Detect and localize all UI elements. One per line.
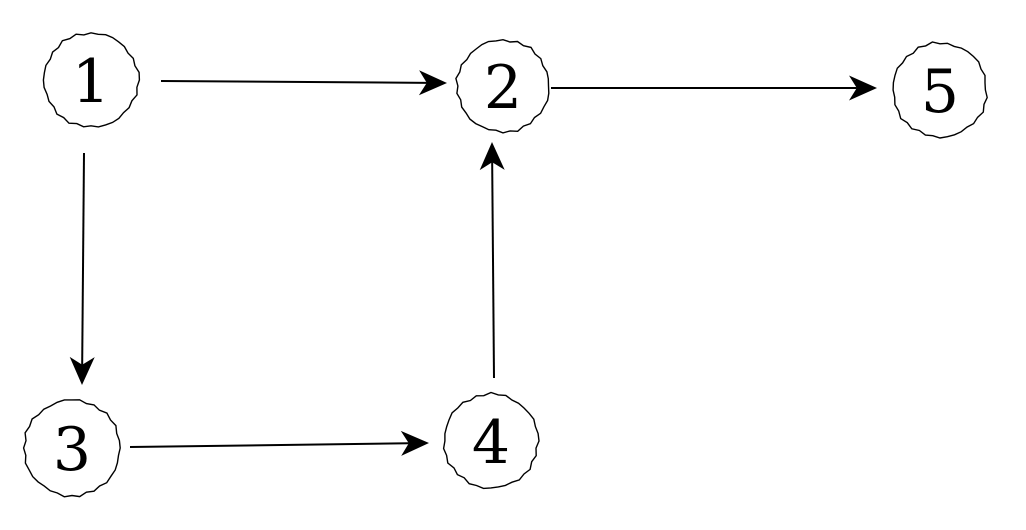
node-2: 2 bbox=[455, 38, 550, 134]
edge-1-2 bbox=[160, 80, 427, 84]
node-label-4: 4 bbox=[472, 408, 510, 478]
edge-4-2 bbox=[491, 162, 495, 379]
node-label-2: 2 bbox=[484, 53, 522, 123]
node-circle-4 bbox=[442, 391, 540, 490]
arrowhead-4-2 bbox=[479, 142, 505, 171]
node-circle-3 bbox=[22, 399, 121, 498]
arrowhead-3-4 bbox=[400, 430, 429, 456]
node-1: 1 bbox=[42, 32, 141, 128]
node-label-1: 1 bbox=[72, 47, 110, 117]
node-label-3: 3 bbox=[53, 415, 91, 485]
edge-3-4 bbox=[129, 442, 409, 448]
node-3: 3 bbox=[22, 399, 121, 498]
node-circle-5 bbox=[892, 41, 988, 139]
arrowhead-1-2 bbox=[418, 70, 447, 96]
node-label-5: 5 bbox=[921, 57, 959, 127]
node-4: 4 bbox=[442, 391, 540, 490]
edge-1-3 bbox=[81, 152, 85, 365]
node-circle-2 bbox=[455, 38, 550, 134]
arrowhead-2-5 bbox=[849, 75, 877, 101]
node-5: 5 bbox=[892, 41, 988, 139]
node-circle-1 bbox=[42, 32, 141, 128]
arrowhead-1-3 bbox=[69, 356, 95, 385]
